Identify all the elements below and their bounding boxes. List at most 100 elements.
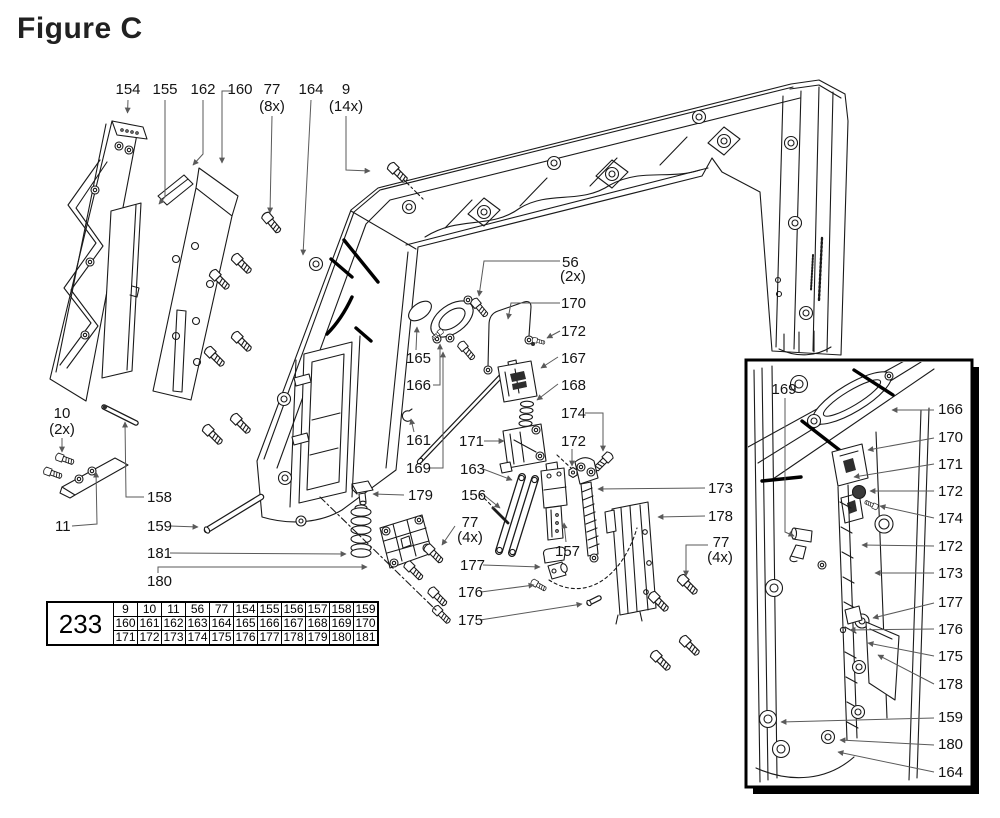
part-157-block	[540, 461, 568, 541]
callout-181: 181	[147, 545, 172, 562]
inset-callout-172-b: 172	[938, 538, 963, 555]
parts-table-cell: 171	[113, 630, 138, 646]
parts-table-cell: 11	[161, 601, 186, 617]
inset-callout-178: 178	[938, 676, 963, 693]
callout-160: 160	[227, 81, 252, 98]
parts-table-cell: 166	[257, 616, 282, 631]
callout-175: 175	[458, 612, 483, 629]
inset-callout-170: 170	[938, 429, 963, 446]
parts-table-cell: 161	[137, 616, 162, 631]
inset-callout-176: 176	[938, 621, 963, 638]
parts-table-cell: 180	[329, 630, 354, 646]
parts-table-cell: 173	[161, 630, 186, 646]
callout-173: 173	[708, 480, 733, 497]
parts-table-cell: 164	[209, 616, 234, 631]
parts-table-cell: 158	[329, 601, 354, 617]
callout-169: 169	[406, 460, 431, 477]
callout-163: 163	[460, 461, 485, 478]
callout-158: 158	[147, 489, 172, 506]
part-179-cap	[351, 480, 374, 506]
parts-table-cell: 174	[185, 630, 210, 646]
parts-table-cell: 163	[185, 616, 210, 631]
parts-table-cell: 162	[161, 616, 186, 631]
parts-table-cell: 156	[281, 601, 306, 617]
inset-callout-173: 173	[938, 565, 963, 582]
part-178-channel	[604, 501, 657, 625]
inset-detail-box	[744, 358, 979, 794]
part-160-bracket-panel	[152, 167, 239, 401]
part-155-insert-strip	[101, 202, 142, 379]
inset-callout-174: 174	[938, 510, 963, 527]
callout-77-4x-left: 77	[462, 514, 479, 531]
callout-166: 166	[406, 377, 431, 394]
callout-10-2x-qty: (2x)	[49, 421, 75, 438]
inset-callout-164: 164	[938, 764, 963, 781]
figure-number: 233	[46, 601, 114, 646]
part-170-wire	[483, 301, 535, 375]
part-158-pin	[101, 404, 139, 426]
callout-77-8x: 77	[264, 81, 281, 98]
callout-155: 155	[152, 81, 177, 98]
callout-157: 157	[555, 543, 580, 560]
part-180-plate	[379, 514, 433, 569]
callout-179: 179	[408, 487, 433, 504]
parts-table-cell: 157	[305, 601, 330, 617]
callout-154: 154	[115, 81, 140, 98]
inset-callout-166: 166	[938, 401, 963, 418]
parts-table-cell: 181	[353, 630, 379, 646]
parts-table-cell: 167	[281, 616, 306, 631]
leader-lines	[59, 90, 935, 773]
parts-table-cell: 176	[233, 630, 258, 646]
callout-180: 180	[147, 573, 172, 590]
parts-table-cell: 155	[257, 601, 282, 617]
inset-callout-172-a: 172	[938, 483, 963, 500]
callout-9-14x-qty: (14x)	[329, 98, 363, 115]
part-166-rod	[416, 370, 507, 465]
inset-callout-175: 175	[938, 648, 963, 665]
part-156-pin	[479, 493, 510, 525]
screw-9	[385, 160, 425, 201]
parts-table-cell: 10	[137, 601, 162, 617]
parts-table-cell: 170	[353, 616, 379, 631]
parts-table-cell: 9	[113, 601, 138, 617]
callout-77-4x-right: 77	[713, 534, 730, 551]
callout-170: 170	[561, 295, 586, 312]
parts-table-cell: 168	[305, 616, 330, 631]
part-163-links	[495, 473, 539, 557]
part-154-cover-panel	[49, 120, 148, 402]
callout-56-qty: (2x)	[560, 268, 586, 285]
part-162-strip	[157, 174, 194, 206]
callout-167: 167	[561, 350, 586, 367]
part-173-arm	[574, 457, 600, 563]
callout-77-4x-left-qty: (4x)	[457, 529, 483, 546]
part-181-spring	[350, 504, 372, 558]
callout-labels: 154 155 162 160 77 (8x) 164 9 (14x) 56 (…	[49, 81, 963, 781]
parts-table-cell: 159	[353, 601, 379, 617]
callout-178: 178	[708, 508, 733, 525]
callout-156: 156	[461, 487, 486, 504]
inset-callout-177: 177	[938, 594, 963, 611]
part-159-rod	[203, 493, 265, 534]
parts-table: 233 9 10 11 56 77 154 155 156 157 158 15…	[46, 601, 379, 646]
part-169-cable	[325, 238, 380, 343]
inset-callout-159: 159	[938, 709, 963, 726]
part-56-cam-flange	[430, 295, 491, 362]
part-167-block	[497, 359, 538, 403]
parts-table-cell: 154	[233, 601, 258, 617]
callout-77-8x-qty: (8x)	[259, 98, 285, 115]
callout-10-2x: 10	[54, 405, 71, 422]
inset-line-art	[748, 362, 935, 783]
parts-table-cell: 169	[329, 616, 354, 631]
part-161-clip	[401, 408, 413, 422]
callout-56: 56	[562, 254, 579, 271]
parts-table-cell: 179	[305, 630, 330, 646]
inset-callout-180: 180	[938, 736, 963, 753]
callout-172-b: 172	[561, 433, 586, 450]
inset-callout-169: 169	[771, 381, 796, 398]
callout-159: 159	[147, 518, 172, 535]
callout-11: 11	[55, 518, 71, 535]
callout-176: 176	[458, 584, 483, 601]
callout-77-4x-right-qty: (4x)	[707, 549, 733, 566]
